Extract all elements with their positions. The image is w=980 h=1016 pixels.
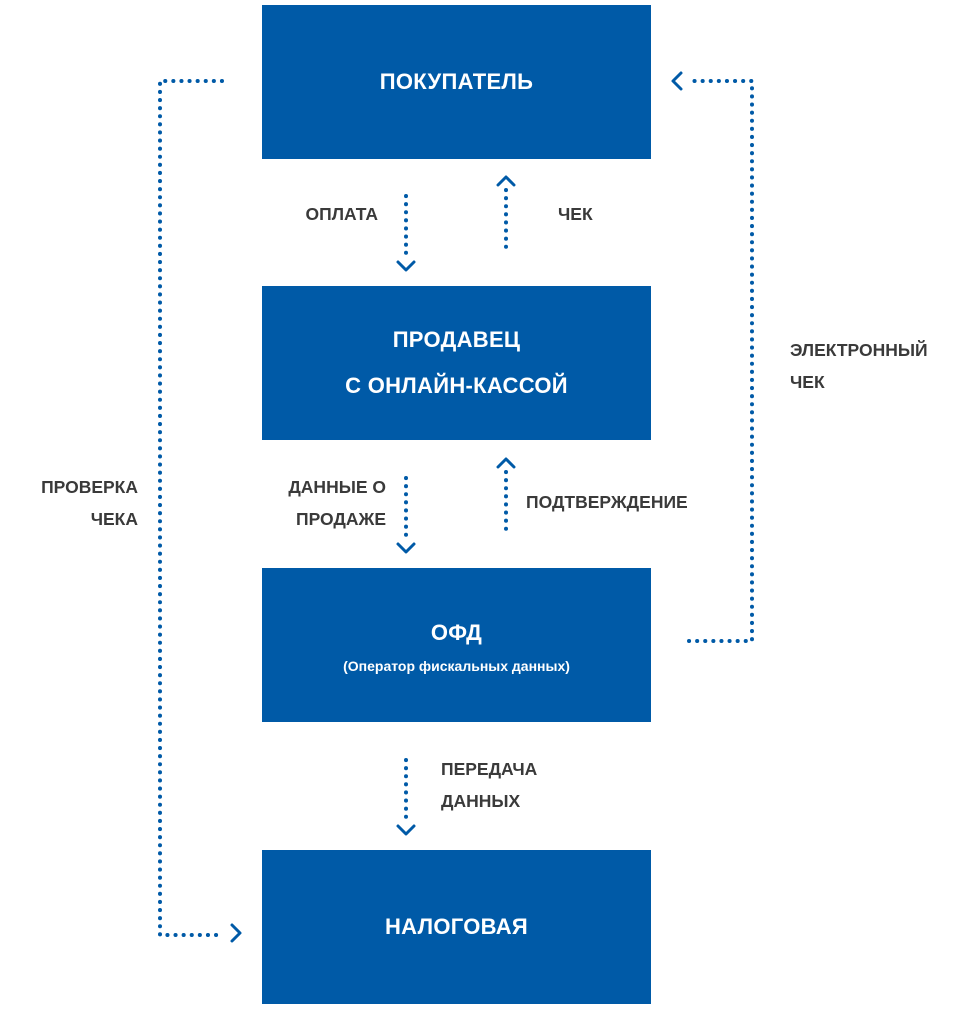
label-payment-text: ОПЛАТА xyxy=(305,204,378,224)
label-check-line2: ЧЕКА xyxy=(90,509,138,529)
label-confirmation-text: ПОДТВЕРЖДЕНИЕ xyxy=(526,492,688,512)
label-transfer: ПЕРЕДАЧА ДАННЫХ xyxy=(441,753,537,817)
label-confirmation: ПОДТВЕРЖДЕНИЕ xyxy=(526,486,688,518)
node-seller-title-line2: С ОНЛАЙН-КАССОЙ xyxy=(345,373,568,398)
label-transfer-line2: ДАННЫХ xyxy=(441,791,521,811)
node-ofd: ОФД (Оператор фискальных данных) xyxy=(262,568,651,722)
label-e-receipt: ЭЛЕКТРОННЫЙ ЧЕК xyxy=(790,334,928,398)
label-transfer-line1: ПЕРЕДАЧА xyxy=(441,759,538,779)
confirmation-arrowhead xyxy=(496,457,516,469)
e-receipt-connector xyxy=(686,79,754,643)
transfer-arrowhead xyxy=(396,824,416,836)
label-check-line1: ПРОВЕРКА xyxy=(41,477,138,497)
label-sale-data: ДАННЫЕ О ПРОДАЖЕ xyxy=(288,471,386,535)
label-receipt: ЧЕК xyxy=(558,198,593,230)
node-buyer-title: ПОКУПАТЕЛЬ xyxy=(379,69,534,94)
check-connector xyxy=(158,79,226,937)
node-seller-title-line1: ПРОДАВЕЦ xyxy=(392,327,521,352)
label-e-receipt-line1: ЭЛЕКТРОННЫЙ xyxy=(790,340,928,360)
node-ofd-title: ОФД xyxy=(430,620,483,645)
node-ofd-subtitle: (Оператор фискальных данных) xyxy=(343,658,570,674)
sale-data-arrowhead xyxy=(396,542,416,554)
label-sale-data-line1: ДАННЫЕ О xyxy=(288,477,386,497)
label-receipt-text: ЧЕК xyxy=(558,204,593,224)
label-payment: ОПЛАТА xyxy=(306,198,378,230)
e-receipt-arrowhead xyxy=(671,71,683,91)
payment-arrowhead xyxy=(396,260,416,272)
label-e-receipt-line2: ЧЕК xyxy=(790,372,825,392)
label-sale-data-line2: ПРОДАЖЕ xyxy=(296,509,386,529)
check-arrowhead xyxy=(230,923,242,943)
receipt-arrowhead xyxy=(496,175,516,187)
node-tax-title: НАЛОГОВАЯ xyxy=(384,914,529,939)
node-tax: НАЛОГОВАЯ xyxy=(262,850,651,1004)
label-check: ПРОВЕРКА ЧЕКА xyxy=(41,471,138,535)
node-seller: ПРОДАВЕЦ С ОНЛАЙН-КАССОЙ xyxy=(262,286,651,440)
node-buyer: ПОКУПАТЕЛЬ xyxy=(262,5,651,159)
